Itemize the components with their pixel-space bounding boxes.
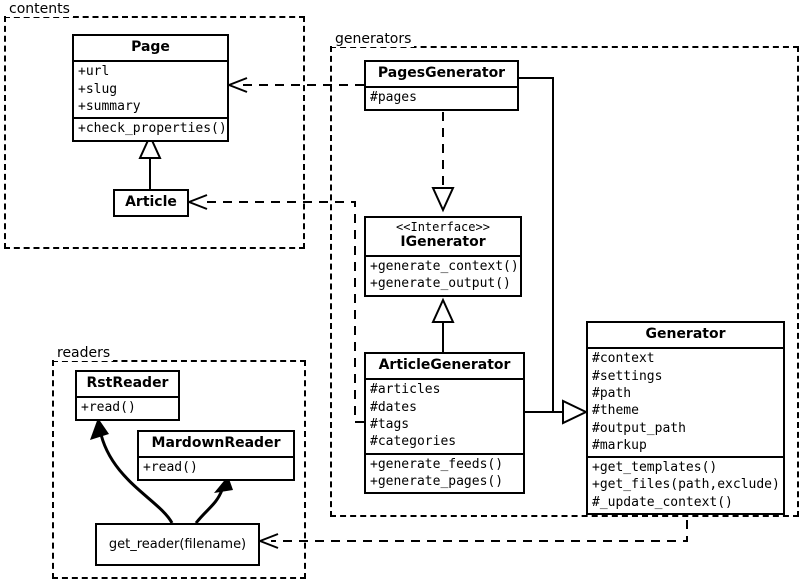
class-article-generator-methods: +generate_feeds() +generate_pages(): [366, 452, 523, 493]
class-page-title: Page: [131, 39, 170, 55]
class-article[interactable]: Article: [113, 189, 189, 218]
package-contents: [4, 16, 305, 249]
class-mardown-reader-methods: +read(): [139, 456, 293, 478]
attribute: #context: [592, 351, 655, 367]
method: +generate_pages(): [370, 473, 504, 489]
class-article-title: Article: [125, 194, 177, 210]
attribute: #path: [592, 385, 632, 401]
class-pages-generator-title: PagesGenerator: [377, 65, 506, 81]
class-igenerator-stereotype: <<Interface>>: [396, 220, 490, 234]
function-get-reader[interactable]: get_reader(filename): [95, 523, 260, 566]
class-mardown-reader-title: MardownReader: [151, 435, 281, 451]
method: #_update_context(): [592, 494, 733, 510]
class-generator[interactable]: Generator #context #settings #path #them…: [586, 321, 785, 515]
class-pages-generator[interactable]: PagesGenerator #pages: [364, 60, 519, 111]
class-page[interactable]: Page +url +slug +summary +check_properti…: [72, 34, 229, 142]
class-generator-methods: +get_templates() +get_files(path,exclude…: [588, 456, 783, 513]
attribute: #theme: [592, 403, 639, 419]
class-article-generator[interactable]: ArticleGenerator #articles #dates #tags …: [364, 352, 525, 495]
class-mardown-reader[interactable]: MardownReader +read(): [137, 430, 295, 481]
class-page-methods: +check_properties(): [74, 117, 227, 139]
method: +get_files(path,exclude): [592, 477, 780, 493]
package-generators: [330, 46, 799, 517]
class-rst-reader-title: RstReader: [86, 375, 169, 391]
attribute: #settings: [592, 368, 663, 384]
class-article-generator-attributes: #articles #dates #tags #categories: [366, 378, 523, 452]
attribute: +summary: [78, 98, 141, 114]
class-generator-title: Generator: [645, 326, 726, 342]
method: +generate_feeds(): [370, 456, 504, 472]
class-igenerator[interactable]: <<Interface>> IGenerator +generate_conte…: [364, 216, 522, 297]
method: +read(): [143, 460, 198, 476]
attribute: +url: [78, 64, 110, 80]
package-readers: [52, 360, 306, 579]
class-igenerator-methods: +generate_context() +generate_output(): [366, 255, 520, 295]
class-article-generator-title: ArticleGenerator: [378, 357, 511, 373]
package-readers-label: readers: [54, 345, 114, 361]
attribute: #pages: [370, 90, 417, 106]
method: +generate_output(): [370, 276, 511, 292]
attribute: #dates: [370, 399, 417, 415]
function-get-reader-label: get_reader(filename): [108, 537, 247, 552]
attribute: #categories: [370, 434, 457, 450]
attribute: #output_path: [592, 420, 686, 436]
method: +generate_context(): [370, 259, 519, 275]
package-contents-label: contents: [6, 1, 73, 17]
attribute: +slug: [78, 81, 118, 97]
class-rst-reader-methods: +read(): [77, 396, 178, 418]
attribute: #markup: [592, 437, 647, 453]
method: +check_properties(): [78, 121, 227, 137]
class-generator-attributes: #context #settings #path #theme #output_…: [588, 347, 783, 456]
method: +read(): [81, 400, 136, 416]
class-igenerator-title: IGenerator: [400, 233, 486, 250]
method: +get_templates(): [592, 460, 718, 476]
class-page-attributes: +url +slug +summary: [74, 60, 227, 117]
attribute: #articles: [370, 382, 441, 398]
package-generators-label: generators: [332, 31, 415, 47]
class-rst-reader[interactable]: RstReader +read(): [75, 370, 180, 421]
class-pages-generator-attributes: #pages: [366, 86, 517, 108]
attribute: #tags: [370, 416, 410, 432]
